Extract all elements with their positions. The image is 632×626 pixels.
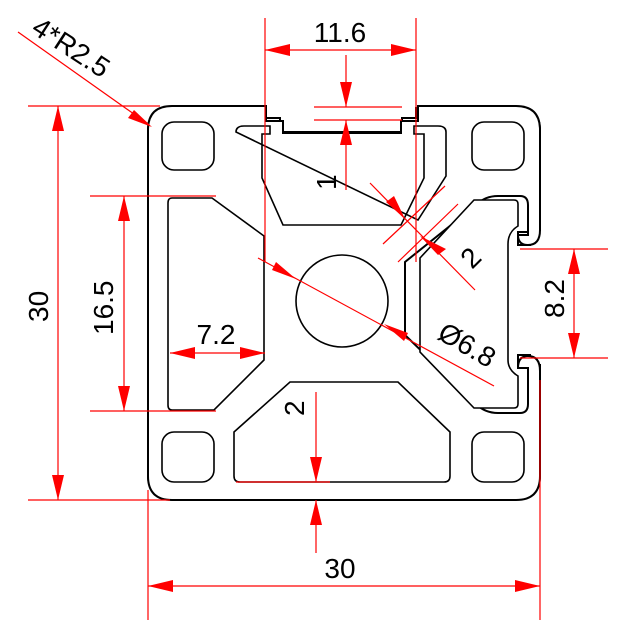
- bore-arrow-a: [272, 262, 296, 279]
- right-cavity: [419, 199, 519, 409]
- bottom-wall-arrow-top: [310, 457, 322, 482]
- slot-width-arrow-left: [265, 44, 290, 56]
- corner-hole-bottom-left: [161, 431, 215, 483]
- height-arrow-top: [52, 106, 64, 131]
- side-opening-arrow-top: [568, 249, 580, 274]
- dimension-lines: [17, 18, 608, 620]
- overall-height-label: 30: [23, 291, 54, 322]
- center-bore: [295, 254, 389, 348]
- slot-lip-label: 1: [311, 174, 342, 190]
- side-opening-arrow-bottom: [568, 333, 580, 358]
- slot-lip-arrow-top: [340, 82, 352, 107]
- cavity-height-arrow-bottom: [118, 386, 130, 411]
- corner-hole-top-left: [161, 121, 215, 171]
- web-thickness-dim-line: [369, 182, 476, 291]
- cavity-width-label: 7.2: [197, 319, 236, 350]
- bore-dim-line: [257, 257, 495, 387]
- top-slot-inner: [235, 125, 447, 226]
- corner-hole-bottom-right: [471, 431, 525, 483]
- cavity-height-arrow-top: [118, 196, 130, 221]
- profile-cross-section: [147, 105, 541, 501]
- bottom-cavity: [233, 381, 451, 483]
- cavity-width-arrow-right: [240, 347, 265, 359]
- web-thickness-ext-a: [382, 185, 446, 245]
- corner-radius-arrow: [128, 110, 152, 127]
- overall-width-label: 30: [324, 553, 355, 584]
- slot-width-label: 11.6: [314, 17, 366, 48]
- width-arrow-right: [515, 580, 540, 592]
- web-thickness-arrow-b: [420, 236, 446, 255]
- height-arrow-bottom: [52, 475, 64, 500]
- cavity-width-arrow-left: [170, 347, 195, 359]
- bottom-wall-label: 2: [279, 400, 310, 416]
- bore-arrow-b: [384, 324, 408, 341]
- corner-hole-top-right: [471, 121, 525, 171]
- slot-lip-arrow-bottom: [340, 120, 352, 145]
- bottom-wall-arrow-bottom: [310, 500, 322, 525]
- width-arrow-left: [148, 580, 173, 592]
- web-thickness-arrow-a: [386, 196, 405, 219]
- web-thickness-ext-b: [397, 203, 459, 263]
- slot-width-arrow-right: [391, 44, 416, 56]
- cavity-height-label: 16.5: [88, 281, 119, 336]
- corner-radius-leader: [17, 31, 149, 125]
- side-opening-label: 8.2: [539, 279, 570, 318]
